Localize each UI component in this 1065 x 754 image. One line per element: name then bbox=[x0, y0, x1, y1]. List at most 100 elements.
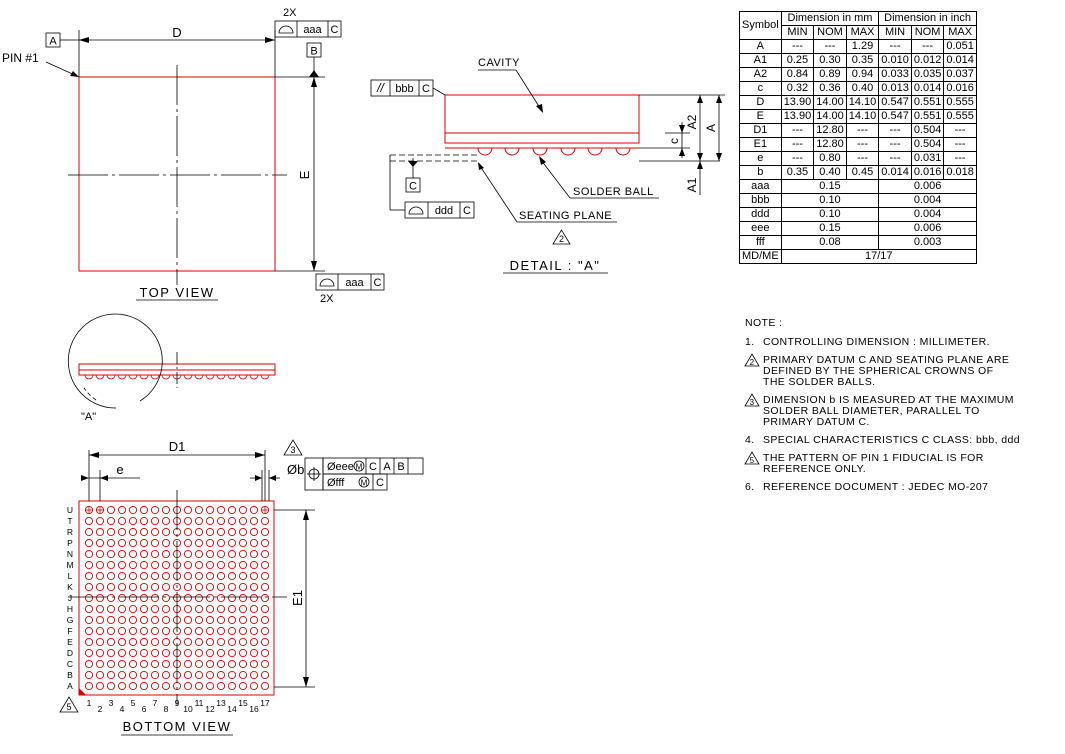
solder-ball bbox=[117, 681, 127, 691]
tolerance-inch: 0.003 bbox=[878, 235, 977, 250]
solder-ball bbox=[216, 659, 226, 669]
solder-ball bbox=[84, 615, 94, 625]
solder-ball bbox=[205, 549, 215, 559]
md-me-symbol: MD/ME bbox=[739, 249, 782, 264]
solder-ball bbox=[84, 560, 94, 570]
solder-ball bbox=[139, 593, 149, 603]
tolerance-symbol: eee bbox=[739, 221, 782, 236]
solder-ball bbox=[84, 670, 94, 680]
table-value-cell: 0.016 bbox=[943, 81, 977, 96]
solder-ball bbox=[117, 527, 127, 537]
solder-ball bbox=[106, 670, 116, 680]
solder-ball bbox=[205, 637, 215, 647]
dim-d-label: D bbox=[172, 25, 181, 40]
solder-ball bbox=[117, 604, 127, 614]
row-label: H bbox=[67, 604, 73, 614]
solder-ball bbox=[117, 648, 127, 658]
solder-ball bbox=[161, 549, 171, 559]
solder-ball bbox=[84, 648, 94, 658]
note-triangle-marker: 5 bbox=[744, 451, 763, 475]
solder-ball bbox=[249, 505, 259, 515]
c-top: C bbox=[331, 24, 339, 36]
solder-ball bbox=[238, 571, 248, 581]
solder-ball bbox=[139, 549, 149, 559]
solder-ball bbox=[227, 681, 237, 691]
solder-ball bbox=[95, 516, 105, 526]
solder-ball bbox=[205, 659, 215, 669]
solder-ball bbox=[183, 637, 193, 647]
sub-min-inch: MIN bbox=[878, 25, 912, 40]
solder-ball bbox=[128, 604, 138, 614]
solder-ball bbox=[128, 615, 138, 625]
solder-ball bbox=[84, 516, 94, 526]
solder-ball bbox=[150, 637, 160, 647]
solder-ball bbox=[183, 670, 193, 680]
solder-ball bbox=[84, 659, 94, 669]
row-label: E bbox=[67, 637, 73, 647]
tolerance-mm: 0.10 bbox=[780, 193, 880, 208]
solder-ball bbox=[194, 681, 204, 691]
solder-ball bbox=[150, 648, 160, 658]
table-value-cell: 0.25 bbox=[780, 53, 815, 68]
solder-ball bbox=[106, 571, 116, 581]
table-value-cell: --- bbox=[780, 137, 815, 152]
table-symbol-cell: b bbox=[739, 165, 782, 180]
col-label: 14 bbox=[227, 704, 237, 714]
table-value-cell: 14.10 bbox=[845, 95, 880, 110]
col-label: 4 bbox=[120, 704, 125, 714]
solder-ball bbox=[249, 560, 259, 570]
solder-ball bbox=[238, 637, 248, 647]
row-label: J bbox=[68, 593, 72, 603]
solder-ball bbox=[117, 659, 127, 669]
solder-ball bbox=[216, 637, 226, 647]
solder-ball bbox=[161, 593, 171, 603]
datum-b-label: B bbox=[310, 46, 317, 58]
table-symbol-cell: D bbox=[739, 95, 782, 110]
solder-ball bbox=[194, 648, 204, 658]
solder-ball bbox=[216, 527, 226, 537]
sub-min-mm: MIN bbox=[780, 25, 815, 40]
aaa-top: aaa bbox=[303, 24, 322, 36]
solder-ball bbox=[95, 659, 105, 669]
table-value-cell: 0.014 bbox=[910, 81, 945, 96]
md-me-value: 17/17 bbox=[780, 249, 977, 264]
solder-ball bbox=[84, 626, 94, 636]
solder-ball bbox=[205, 527, 215, 537]
solder-ball bbox=[205, 582, 215, 592]
solder-ball bbox=[249, 670, 259, 680]
solder-ball bbox=[139, 571, 149, 581]
solder-ball bbox=[139, 538, 149, 548]
solder-ball bbox=[150, 615, 160, 625]
row-label: C bbox=[67, 659, 73, 669]
solder-ball bbox=[227, 604, 237, 614]
solder-ball bbox=[260, 549, 270, 559]
solder-ball bbox=[205, 615, 215, 625]
solder-ball bbox=[194, 593, 204, 603]
note-number: 4. bbox=[745, 434, 755, 446]
row-label: G bbox=[67, 615, 74, 625]
solder-ball bbox=[216, 681, 226, 691]
solder-ball bbox=[84, 549, 94, 559]
solder-ball bbox=[194, 659, 204, 669]
datum-c-label: C bbox=[409, 181, 417, 193]
note-number: 1. bbox=[745, 336, 755, 348]
parallel-symbol: // bbox=[376, 81, 385, 95]
solder-ball bbox=[117, 538, 127, 548]
row-label: F bbox=[67, 626, 72, 636]
solder-ball bbox=[128, 648, 138, 658]
solder-ball bbox=[260, 593, 270, 603]
table-value-cell: 14.00 bbox=[813, 95, 847, 110]
note-tri-number: 5 bbox=[750, 456, 755, 465]
solder-ball bbox=[216, 571, 226, 581]
table-value-cell: 0.40 bbox=[813, 165, 847, 180]
phi-fff: Øfff bbox=[327, 477, 345, 489]
table-value-cell: 0.555 bbox=[943, 109, 977, 124]
table-symbol-cell: A2 bbox=[739, 67, 782, 82]
solder-ball bbox=[117, 670, 127, 680]
solder-ball bbox=[260, 681, 270, 691]
bottom-outline bbox=[78, 500, 275, 696]
solder-ball bbox=[183, 538, 193, 548]
